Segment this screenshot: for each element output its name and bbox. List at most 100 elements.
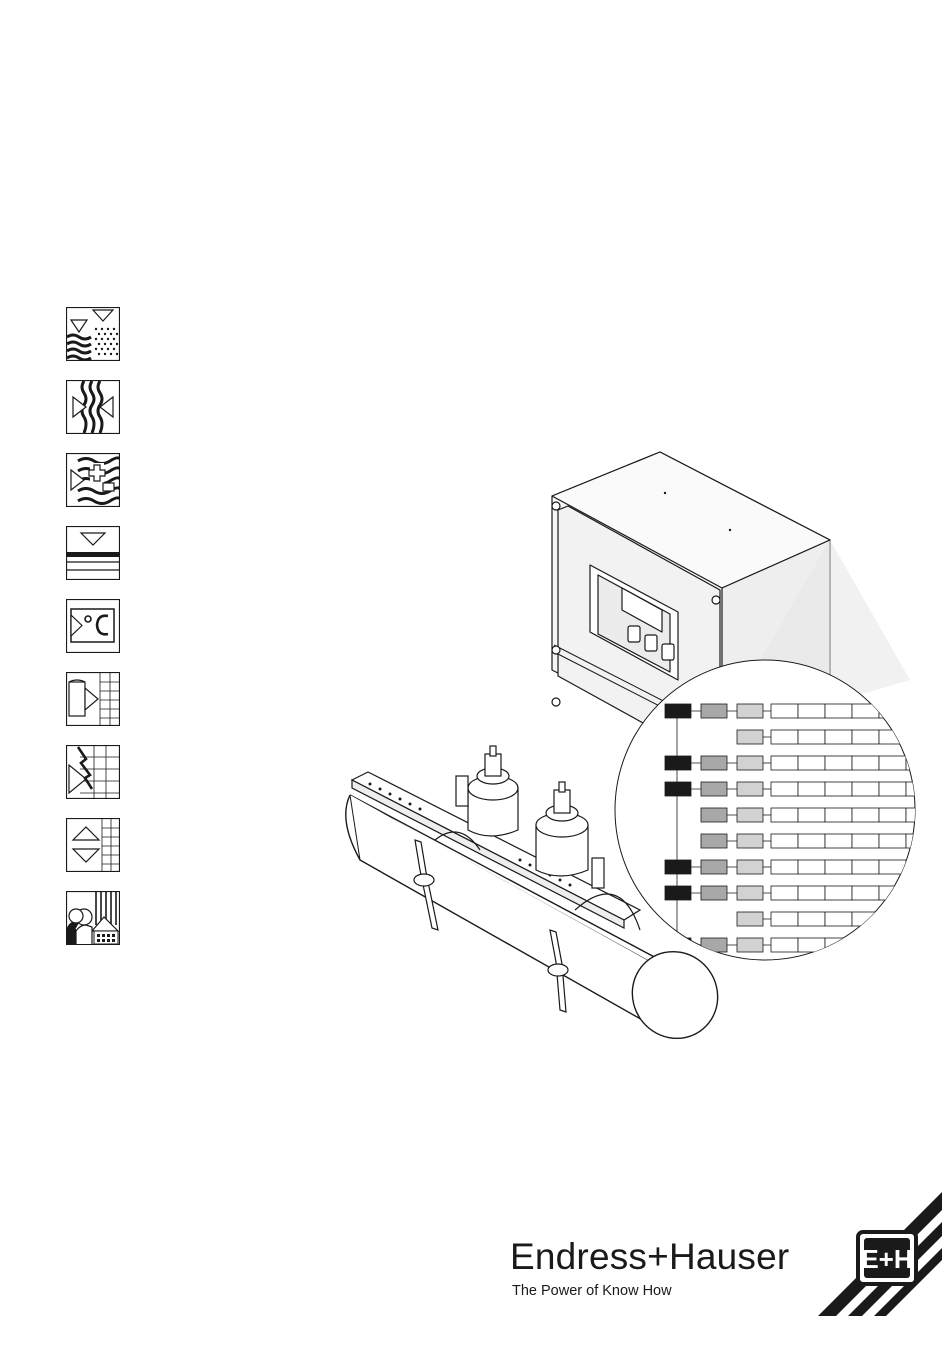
matrix-parameter-cell <box>852 704 879 718</box>
matrix-parameter-cell <box>906 704 933 718</box>
matrix-parameter-cell <box>825 808 852 822</box>
matrix-cell <box>701 782 727 796</box>
matrix-cell <box>701 808 727 822</box>
matrix-parameter-cell <box>825 782 852 796</box>
matrix-cell <box>665 756 691 770</box>
matrix-cell <box>737 730 763 744</box>
matrix-parameter-cell <box>852 964 879 978</box>
matrix-parameter-cell <box>879 808 906 822</box>
level-limit-icon <box>66 307 120 361</box>
matrix-parameter-cell <box>825 964 852 978</box>
endress-hauser-logo: E+H <box>818 1192 942 1316</box>
matrix-cell <box>737 912 763 926</box>
matrix-parameter-cell <box>825 886 852 900</box>
matrix-cell <box>665 704 691 718</box>
matrix-cell <box>737 704 763 718</box>
matrix-parameter-cell <box>825 704 852 718</box>
product-illustration <box>320 440 950 1050</box>
matrix-parameter-cell <box>825 834 852 848</box>
matrix-parameter-cell <box>879 756 906 770</box>
matrix-parameter-cell <box>879 730 906 744</box>
matrix-cell <box>701 938 727 952</box>
matrix-parameter-cell <box>852 782 879 796</box>
matrix-parameter-cell <box>798 886 825 900</box>
matrix-parameter-cell <box>906 834 933 848</box>
matrix-cell <box>737 756 763 770</box>
matrix-parameter-cell <box>825 860 852 874</box>
matrix-parameter-cell <box>906 808 933 822</box>
matrix-parameter-cell <box>771 912 798 926</box>
function-matrix-callout <box>615 660 933 978</box>
flow-icon <box>66 380 120 434</box>
matrix-cell <box>701 834 727 848</box>
matrix-parameter-cell <box>771 782 798 796</box>
matrix-parameter-cell <box>852 730 879 744</box>
matrix-parameter-cell <box>798 756 825 770</box>
matrix-parameter-cell <box>852 860 879 874</box>
matrix-cell <box>737 938 763 952</box>
matrix-parameter-cell <box>771 938 798 952</box>
matrix-parameter-cell <box>771 730 798 744</box>
matrix-parameter-cell <box>825 912 852 926</box>
matrix-parameter-cell <box>771 860 798 874</box>
matrix-parameter-cell <box>771 704 798 718</box>
matrix-parameter-cell <box>798 912 825 926</box>
pressure-icon <box>66 526 120 580</box>
matrix-cell <box>701 756 727 770</box>
matrix-parameter-cell <box>771 756 798 770</box>
matrix-cell <box>737 964 763 978</box>
matrix-parameter-cell <box>798 730 825 744</box>
matrix-parameter-cell <box>798 704 825 718</box>
matrix-parameter-cell <box>906 730 933 744</box>
matrix-parameter-cell <box>798 808 825 822</box>
matrix-parameter-cell <box>879 938 906 952</box>
matrix-parameter-cell <box>906 782 933 796</box>
matrix-cell <box>737 782 763 796</box>
brand-tagline: The Power of Know How <box>512 1283 672 1299</box>
matrix-parameter-cell <box>852 756 879 770</box>
registration-icon <box>66 818 120 872</box>
matrix-cell <box>701 886 727 900</box>
matrix-parameter-cell <box>879 704 906 718</box>
matrix-parameter-cell <box>906 886 933 900</box>
brand-name: Endress+Hauser <box>510 1236 789 1278</box>
matrix-parameter-cell <box>879 912 906 926</box>
matrix-parameter-cell <box>879 782 906 796</box>
matrix-parameter-cell <box>825 756 852 770</box>
matrix-parameter-cell <box>879 964 906 978</box>
analysis-icon <box>66 453 120 507</box>
logo-letters: E+H <box>861 1244 912 1274</box>
matrix-parameter-cell <box>879 834 906 848</box>
matrix-parameter-cell <box>798 964 825 978</box>
matrix-cell <box>665 886 691 900</box>
matrix-cell <box>737 808 763 822</box>
matrix-parameter-cell <box>798 860 825 874</box>
matrix-cell <box>737 834 763 848</box>
matrix-parameter-cell <box>798 938 825 952</box>
matrix-cell <box>665 782 691 796</box>
matrix-cell <box>701 860 727 874</box>
matrix-cell <box>737 860 763 874</box>
matrix-parameter-cell <box>906 938 933 952</box>
matrix-parameter-cell <box>798 834 825 848</box>
recording-icon <box>66 672 120 726</box>
matrix-cell <box>665 860 691 874</box>
matrix-parameter-cell <box>879 886 906 900</box>
system-components-icon <box>66 745 120 799</box>
matrix-parameter-cell <box>906 756 933 770</box>
matrix-cell <box>665 938 691 952</box>
matrix-parameter-cell <box>771 964 798 978</box>
matrix-parameter-cell <box>852 886 879 900</box>
services-icon <box>66 891 120 945</box>
matrix-parameter-cell <box>798 782 825 796</box>
matrix-parameter-cell <box>906 912 933 926</box>
matrix-parameter-cell <box>852 808 879 822</box>
matrix-parameter-cell <box>825 730 852 744</box>
temperature-icon <box>66 599 120 653</box>
matrix-cell <box>737 886 763 900</box>
matrix-parameter-cell <box>906 860 933 874</box>
matrix-parameter-cell <box>771 834 798 848</box>
matrix-parameter-cell <box>771 808 798 822</box>
matrix-parameter-cell <box>852 938 879 952</box>
matrix-cell <box>701 704 727 718</box>
